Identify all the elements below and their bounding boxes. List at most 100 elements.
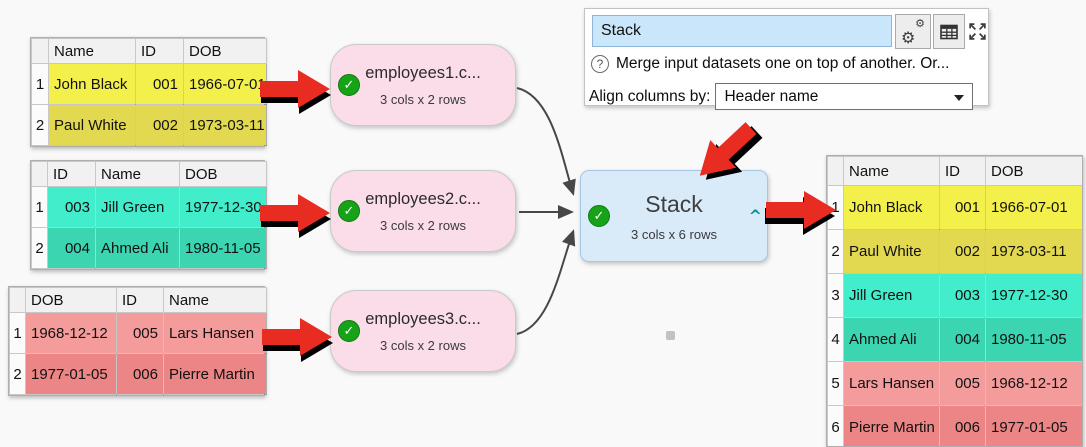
row-number: 2 xyxy=(31,227,48,269)
column-header: DOB xyxy=(179,161,267,187)
cell: 1966-07-01 xyxy=(183,63,267,105)
cell: Pierre Martin xyxy=(163,353,267,395)
cell: Paul White xyxy=(843,229,940,274)
cell: 1980-11-05 xyxy=(179,227,267,269)
table-row: 4 Ahmed Ali 004 1980-11-05 xyxy=(827,317,1082,362)
cell: 003 xyxy=(47,186,96,228)
cell: 1966-07-01 xyxy=(985,185,1082,230)
column-header: Name xyxy=(843,156,940,186)
cell: Paul White xyxy=(48,104,136,146)
column-header: ID xyxy=(135,38,184,64)
column-header: ID xyxy=(116,287,164,313)
check-icon: ✓ xyxy=(338,74,360,96)
dropdown-selected-value: Header name xyxy=(724,87,819,105)
transform-name-input[interactable] xyxy=(592,15,892,47)
cell: Jill Green xyxy=(95,186,180,228)
row-number: 2 xyxy=(827,229,844,274)
table-row: 2 Paul White 002 1973-03-11 xyxy=(31,104,267,146)
check-icon: ✓ xyxy=(338,200,360,222)
canvas-grid-dot xyxy=(666,331,675,340)
row-number: 1 xyxy=(827,185,844,230)
table-row: 2 004 Ahmed Ali 1980-11-05 xyxy=(31,227,267,269)
cell: 1977-12-30 xyxy=(985,273,1082,318)
expand-arrows-icon xyxy=(969,23,986,40)
collapse-caret-icon[interactable]: ^ xyxy=(748,206,762,226)
cell: 004 xyxy=(939,317,986,362)
row-number: 4 xyxy=(827,317,844,362)
node-title: employees3.c... xyxy=(365,309,481,328)
cell: 1977-01-05 xyxy=(985,405,1082,446)
table-row: 6 Pierre Martin 006 1977-01-05 xyxy=(827,405,1082,446)
node-dimensions: 3 cols x 2 rows xyxy=(380,217,466,233)
column-header: DOB xyxy=(183,38,267,64)
node-dimensions: 3 cols x 2 rows xyxy=(380,337,466,353)
node-title: employees2.c... xyxy=(365,189,481,208)
cell: 1973-03-11 xyxy=(183,104,267,146)
input-table-1: Name ID DOB 1 John Black 001 1966-07-01 … xyxy=(30,37,267,147)
column-header: DOB xyxy=(25,287,117,313)
node-dimensions: 3 cols x 6 rows xyxy=(631,226,717,242)
table-row: 1 1968-12-12 005 Lars Hansen xyxy=(9,312,267,354)
node-title: Stack xyxy=(645,190,703,217)
align-columns-dropdown[interactable]: Header name xyxy=(715,83,974,110)
column-header: Name xyxy=(95,161,180,187)
cell: 002 xyxy=(135,104,184,146)
input-table-2: ID Name DOB 1 003 Jill Green 1977-12-30 … xyxy=(30,160,267,270)
check-icon: ✓ xyxy=(338,320,360,342)
cell: Pierre Martin xyxy=(843,405,940,446)
gears-icon: ⚙ ⚙ xyxy=(901,16,925,47)
cell: 1973-03-11 xyxy=(985,229,1082,274)
row-number: 1 xyxy=(9,312,26,354)
node-dimensions: 3 cols x 2 rows xyxy=(380,91,466,107)
arrow-table2-to-node2 xyxy=(260,194,331,238)
cell: 001 xyxy=(135,63,184,105)
column-header: ID xyxy=(47,161,96,187)
row-number: 2 xyxy=(31,104,49,146)
settings-button[interactable]: ⚙ ⚙ xyxy=(895,14,931,49)
cell: 005 xyxy=(116,312,164,354)
cell: 1980-11-05 xyxy=(985,317,1082,362)
cell: Lars Hansen xyxy=(163,312,267,354)
table-row: 5 Lars Hansen 005 1968-12-12 xyxy=(827,361,1082,406)
table-row: 1 John Black 001 1966-07-01 xyxy=(827,185,1082,230)
node-employees1[interactable]: ✓ employees1.c... 3 cols x 2 rows xyxy=(330,44,516,126)
table-icon xyxy=(940,24,958,39)
column-header: ID xyxy=(939,156,986,186)
cell: 1977-12-30 xyxy=(179,186,267,228)
cell: Jill Green xyxy=(843,273,940,318)
help-icon[interactable]: ? xyxy=(591,55,609,73)
table-row: 1 John Black 001 1966-07-01 xyxy=(31,63,267,105)
corner-cell xyxy=(827,156,844,186)
cell: Lars Hansen xyxy=(843,361,940,406)
cell: 006 xyxy=(939,405,986,446)
cell: 002 xyxy=(939,229,986,274)
cell: Ahmed Ali xyxy=(843,317,940,362)
output-table: Name ID DOB 1 John Black 001 1966-07-01 … xyxy=(826,155,1083,447)
cell: 1968-12-12 xyxy=(985,361,1082,406)
column-header: Name xyxy=(163,287,267,313)
corner-cell xyxy=(31,161,48,187)
node-title: employees1.c... xyxy=(365,63,481,82)
row-number: 6 xyxy=(827,405,844,446)
dropdown-arrow-icon xyxy=(954,95,965,101)
cell: 006 xyxy=(116,353,164,395)
node-stack[interactable]: ✓ Stack 3 cols x 6 rows ^ xyxy=(580,170,768,262)
row-number: 1 xyxy=(31,63,49,105)
column-header: DOB xyxy=(985,156,1082,186)
maximize-button[interactable] xyxy=(967,14,988,49)
node-employees3[interactable]: ✓ employees3.c... 3 cols x 2 rows xyxy=(330,290,516,372)
node-employees2[interactable]: ✓ employees2.c... 3 cols x 2 rows xyxy=(330,170,516,252)
table-view-button[interactable] xyxy=(933,14,965,49)
cell: 004 xyxy=(47,227,96,269)
cell: John Black xyxy=(48,63,136,105)
transform-description: Merge input datasets one on top of anoth… xyxy=(616,55,950,72)
row-number: 3 xyxy=(827,273,844,318)
cell: 1977-01-05 xyxy=(25,353,117,395)
table-row: 2 1977-01-05 006 Pierre Martin xyxy=(9,353,267,395)
properties-panel: ⚙ ⚙ ? xyxy=(584,8,989,110)
arrow-table3-to-node3 xyxy=(262,318,333,362)
arrow-table1-to-node1 xyxy=(260,70,331,114)
row-number: 5 xyxy=(827,361,844,406)
table-row: 2 Paul White 002 1973-03-11 xyxy=(827,229,1082,274)
